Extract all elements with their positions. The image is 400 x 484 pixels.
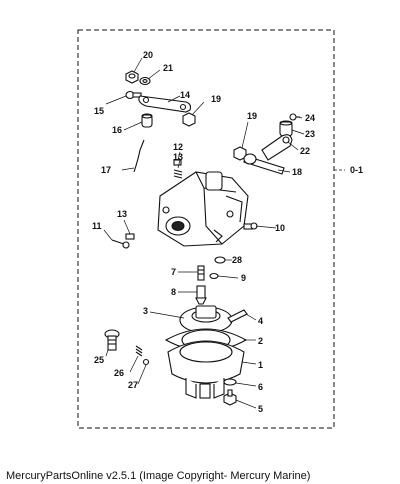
callout-10: 10 (275, 223, 285, 233)
callout-13b: 13 (117, 209, 127, 219)
callout-14: 14 (180, 90, 190, 100)
callout-2: 2 (258, 336, 263, 346)
part-rod-17 (133, 139, 145, 173)
callout-11: 11 (92, 221, 102, 231)
callout-26: 26 (114, 368, 124, 378)
callout-23: 23 (305, 129, 315, 139)
callout-1: 1 (258, 360, 263, 370)
part-carburetor-body (157, 171, 249, 247)
callout-27: 27 (128, 380, 138, 390)
part-screw-5 (223, 389, 237, 406)
part-jet-7 (197, 265, 205, 281)
callout-7: 7 (171, 267, 176, 277)
part-gasket-28 (214, 256, 226, 264)
part-float-bowl-1 (167, 340, 245, 399)
callout-6: 6 (258, 382, 263, 392)
group-label: 0-1 (350, 165, 363, 175)
callout-15: 15 (94, 106, 104, 116)
callout-9: 9 (241, 273, 246, 283)
callout-24: 24 (305, 113, 315, 123)
part-spring-12 (173, 169, 183, 179)
callout-13a: 13 (173, 152, 183, 162)
part-washer-21 (139, 76, 151, 86)
callout-19: 19 (211, 94, 221, 104)
part-oring-27 (142, 358, 150, 366)
callout-21: 21 (163, 63, 173, 73)
callout-18: 18 (292, 167, 302, 177)
exploded-parts-diagram: 0-1 (77, 29, 363, 429)
callout-12: 12 (173, 142, 183, 152)
callout-22: 22 (300, 146, 310, 156)
part-nut-20 (125, 70, 139, 84)
callout-17: 17 (101, 165, 111, 175)
part-screw-15 (125, 90, 142, 100)
part-link-arm-14 (138, 95, 192, 113)
part-screw-11 (111, 239, 130, 249)
callout-16: 16 (112, 125, 122, 135)
part-nut-19 (182, 112, 196, 127)
callout-5: 5 (258, 404, 263, 414)
callout-19b: 19 (247, 111, 257, 121)
leader-lines (103, 57, 305, 409)
callout-8: 8 (171, 287, 176, 297)
callout-20: 20 (143, 50, 153, 60)
part-pin-4 (227, 309, 248, 323)
callout-28: 28 (232, 255, 242, 265)
copyright-footer: MercuryPartsOnline v2.5.1 (Image Copyrig… (6, 470, 311, 482)
part-screw-25 (104, 329, 120, 351)
callout-4: 4 (258, 316, 263, 326)
callout-25: 25 (94, 355, 104, 365)
part-screw-10 (243, 222, 258, 230)
part-screw-13-left (125, 233, 135, 240)
part-washer-6 (223, 378, 237, 386)
part-bushing-23 (279, 120, 293, 137)
assembly-dashed-border (77, 29, 335, 429)
part-lever-22 (261, 134, 293, 161)
callout-3: 3 (143, 306, 148, 316)
part-jet-8 (195, 285, 207, 305)
part-bushing-16 (141, 113, 153, 128)
part-screw-13-top (173, 159, 182, 166)
part-washer-9 (209, 272, 219, 280)
part-spring-26 (135, 345, 143, 357)
part-shaft-18 (243, 153, 285, 175)
callout-numbers: 20 21 15 14 19 16 24 19 23 22 12 13 17 1… (92, 50, 315, 414)
